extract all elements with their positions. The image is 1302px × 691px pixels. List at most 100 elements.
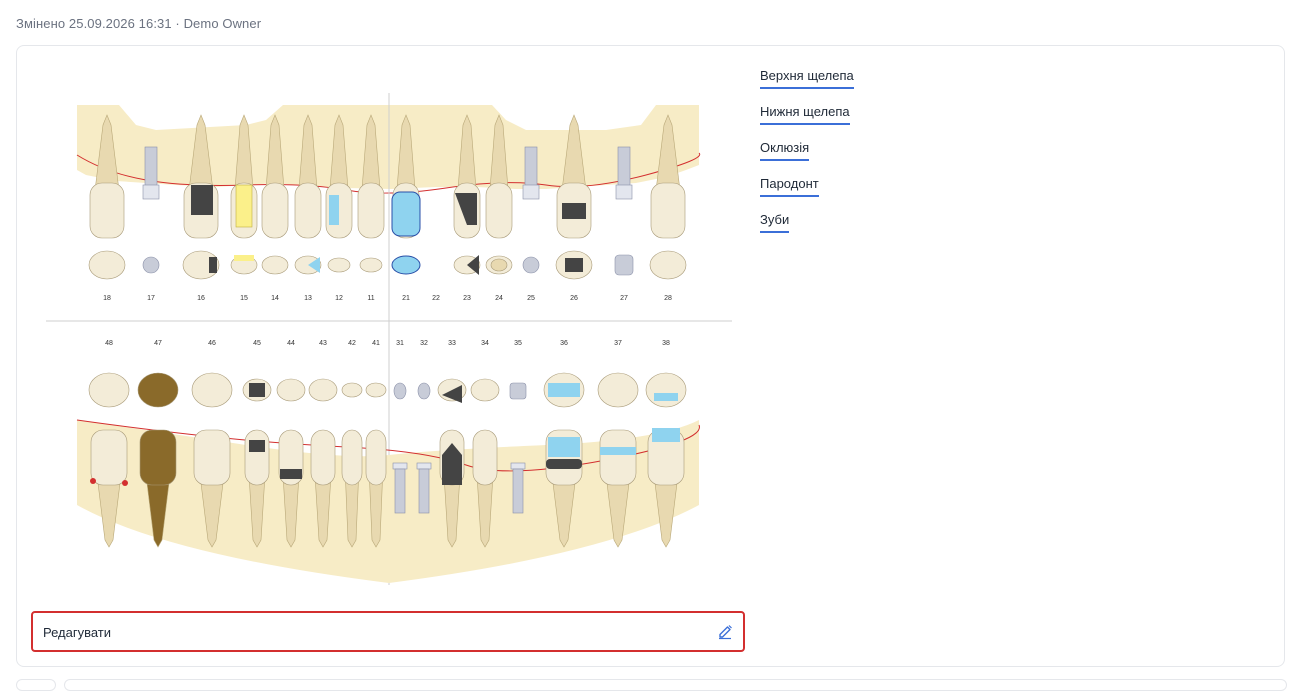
occlusal-28 (649, 250, 687, 280)
composite-21 (391, 191, 421, 237)
crown-37 (599, 429, 637, 486)
tooth-number-46: 46 (208, 340, 216, 347)
tooth-48 (90, 429, 128, 548)
occlusal-13 (294, 255, 322, 275)
top-cropped-text (16, 0, 26, 4)
lower-gum (77, 420, 699, 583)
tab-teeth[interactable]: Зуби (760, 212, 790, 233)
tooth-28 (650, 114, 686, 239)
tooth-11 (357, 114, 385, 239)
tooth-number-37: 37 (614, 340, 622, 347)
crown-11 (357, 182, 385, 239)
bottom-control-right[interactable] (64, 679, 1287, 691)
tooth-number-35: 35 (514, 340, 522, 347)
occlusal-42 (341, 382, 363, 398)
tooth-number-33: 33 (448, 340, 456, 347)
crown-43 (310, 429, 336, 486)
tooth-number-24: 24 (495, 295, 503, 302)
tab-periodontium[interactable]: Пародонт (760, 176, 819, 197)
occlusal-16 (182, 250, 220, 280)
occlusal-44 (276, 378, 306, 402)
occlusal-48 (88, 372, 130, 408)
tooth-33 (439, 429, 465, 548)
crown-28 (650, 182, 686, 239)
tooth-26 (556, 114, 592, 239)
tooth-number-11: 11 (367, 295, 374, 302)
tooth-41 (365, 429, 387, 548)
occlusal-25 (522, 256, 540, 274)
modified-info: Змінено 25.09.2026 16:31 · Demo Owner (16, 16, 262, 31)
tooth-25 (522, 146, 540, 200)
occlusal-43 (308, 378, 338, 402)
tooth-number-16: 16 (197, 295, 205, 302)
tooth-18 (89, 114, 125, 239)
tooth-number-23: 23 (463, 295, 471, 302)
occlusal-23 (453, 255, 481, 275)
tooth-number-42: 42 (348, 340, 356, 347)
lower-occlusal-views (88, 372, 687, 408)
tooth-23 (453, 114, 481, 239)
crown-34 (472, 429, 498, 486)
occlusal-45 (242, 378, 272, 402)
crown-18 (89, 182, 125, 239)
tab-lower-jaw[interactable]: Нижня щелепа (760, 104, 850, 125)
tab-upper-jaw[interactable]: Верхня щелепа (760, 68, 854, 89)
tab-occlusion[interactable]: Оклюзія (760, 140, 810, 161)
tooth-number-13: 13 (304, 295, 312, 302)
occlusal-46 (191, 372, 233, 408)
crown-14 (261, 182, 289, 239)
tooth-number-44: 44 (287, 340, 295, 347)
edit-button[interactable]: Редагувати (31, 611, 745, 652)
temporary-15 (235, 184, 253, 228)
tooth-15 (230, 114, 258, 239)
tooth-number-21: 21 (402, 295, 410, 302)
tooth-number-34: 34 (481, 340, 489, 347)
tooth-14 (261, 114, 289, 239)
composite-12 (329, 195, 339, 225)
tooth-27 (615, 146, 633, 200)
crown-46 (193, 429, 231, 486)
tooth-12 (325, 114, 353, 239)
tooth-13 (294, 114, 322, 239)
tooth-38 (647, 428, 685, 548)
occlusal-31 (393, 382, 407, 400)
occlusal-18 (88, 250, 126, 280)
occlusal-36 (543, 372, 585, 408)
tooth-43 (310, 429, 336, 548)
occlusal-15 (230, 255, 258, 275)
implant-17 (144, 146, 158, 190)
tooth-21 (391, 114, 421, 239)
crown-41 (365, 429, 387, 486)
occlusal-11 (359, 257, 383, 273)
tooth-number-12: 12 (335, 295, 343, 302)
tooth-number-48: 48 (105, 340, 113, 347)
tooth-16 (183, 114, 219, 239)
implant-32 (418, 468, 430, 514)
crown-42 (341, 429, 363, 486)
occlusal-17 (142, 256, 160, 274)
occlusal-27 (614, 254, 634, 276)
tooth-number-36: 36 (560, 340, 568, 347)
tooth-number-15: 15 (240, 295, 248, 302)
tooth-42 (341, 429, 363, 548)
crown-48 (90, 429, 128, 486)
upper-gum-notch-right (492, 91, 656, 130)
bottom-control-left[interactable] (16, 679, 56, 691)
tooth-number-14: 14 (271, 295, 279, 302)
filling-26 (562, 203, 586, 219)
occlusal-41 (365, 382, 387, 398)
tooth-number-18: 18 (103, 295, 111, 302)
upper-teeth (89, 114, 686, 239)
crown-45 (244, 429, 270, 486)
tooth-number-28: 28 (664, 295, 672, 302)
occlusal-37 (597, 372, 639, 408)
edit-icon[interactable] (717, 624, 733, 640)
tooth-number-27: 27 (620, 295, 628, 302)
tooth-number-31: 31 (396, 340, 404, 347)
tooth-number-32: 32 (420, 340, 428, 347)
edit-label: Редагувати (43, 625, 112, 640)
filling-23 (455, 193, 477, 225)
